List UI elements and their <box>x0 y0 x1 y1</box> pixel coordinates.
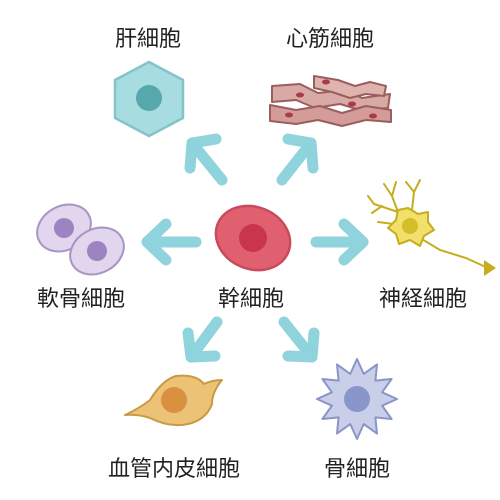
nerve-cell-icon <box>367 179 496 276</box>
arrow-to-nerve <box>310 218 369 266</box>
bone-cell-icon <box>316 358 398 440</box>
cardiac-label: 心筋細胞 <box>286 27 374 52</box>
endothelial-cell-icon <box>124 374 223 427</box>
nerve-label: 神経細胞 <box>379 287 467 312</box>
arrow-to-cartilage <box>141 218 202 266</box>
cardiac-muscle-icon <box>269 75 392 127</box>
bone-label: 骨細胞 <box>324 457 390 482</box>
cartilage-label: 軟骨細胞 <box>37 287 125 312</box>
stem-label: 幹細胞 <box>218 287 284 312</box>
cartilage-cell-icon <box>36 203 125 276</box>
liver-cell-icon <box>113 60 185 138</box>
arrow-to-bone <box>278 316 320 363</box>
stem-cell-icon <box>214 204 292 272</box>
arrow-to-endothelial <box>182 316 223 363</box>
arrow-to-liver <box>184 133 228 186</box>
endothelial-label: 血管内皮細胞 <box>108 457 240 482</box>
arrow-to-cardiac <box>276 133 319 186</box>
arrows <box>141 133 369 363</box>
liver-label: 肝細胞 <box>115 27 181 52</box>
